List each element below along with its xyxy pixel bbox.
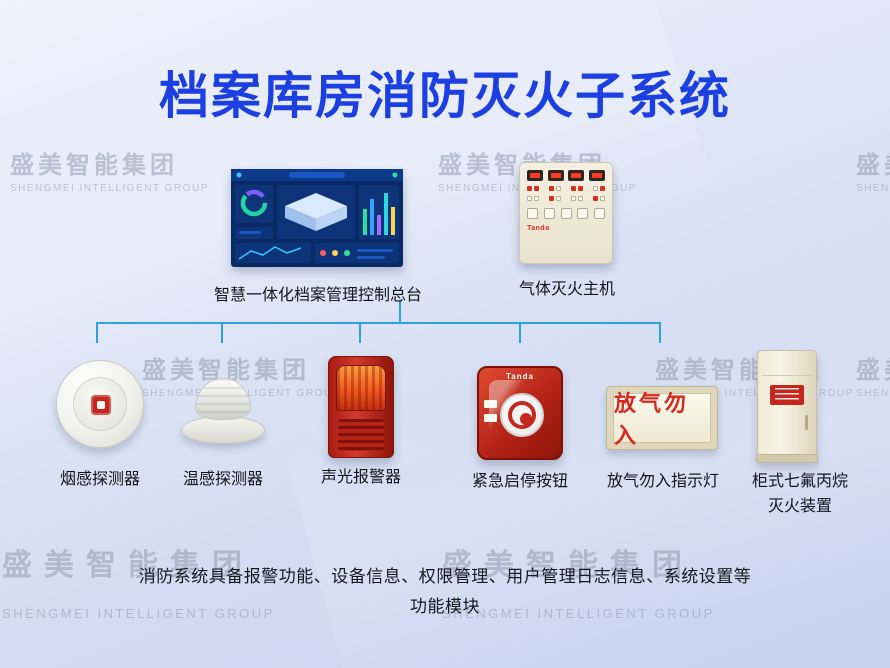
host-led-displays (527, 170, 605, 181)
connector-drop-alarm (359, 322, 361, 343)
watermark-en: SHENGMEI INTELLIGENT GROUP (10, 183, 209, 194)
smoke-detector-label: 烟感探测器 (59, 471, 140, 488)
connector-drop-sign (659, 322, 661, 343)
control-console-image (231, 169, 403, 267)
gas-host-image: Tanda (519, 162, 613, 264)
host-brand-logo: Tanda (527, 225, 550, 232)
watermark-en: SHENGMEI INTELLIGENT GROUP (856, 183, 890, 194)
watermark-cn: 盛美智能集团 (856, 152, 890, 179)
footer-text-line2: 功能模块 (410, 597, 480, 616)
temp-detector-label: 温感探测器 (182, 471, 263, 488)
emergency-button-label: 紧急启停按钮 (471, 473, 568, 490)
emergency-button-tag (484, 414, 497, 422)
alarm-strobe-window (336, 365, 386, 411)
temp-detector-image (181, 378, 265, 446)
alarm-label: 声光报警器 (320, 469, 401, 486)
connector-riser (399, 300, 401, 323)
watermark-cn: 盛美智能集团 (10, 152, 178, 179)
watermark-cn: 盛美智能集团 (655, 357, 823, 384)
watermark-cn: 盛美智能集团 (856, 357, 890, 384)
emergency-button-image: Tanda (477, 366, 563, 460)
smoke-detector-logo (91, 395, 111, 415)
cabinet-red-tag (770, 385, 804, 405)
emergency-button-ring (508, 401, 536, 429)
host-indicator-row (527, 196, 605, 201)
cabinet-handle (805, 415, 808, 430)
connector-drop-button (519, 322, 521, 343)
temp-detector-base (181, 416, 265, 444)
emergency-button-cover (500, 393, 544, 437)
emergency-button-core (520, 413, 532, 425)
connector-drop-smoke (96, 322, 98, 343)
page-title: 档案库房消防灭火子系统 (159, 68, 731, 124)
cabinet-label: 柜式七氟丙烷灭火装置 (752, 473, 849, 515)
host-indicator-row (527, 186, 605, 191)
no-entry-sign-image: 放气勿入 (606, 386, 718, 450)
host-key-row (527, 208, 605, 219)
smoke-detector-image (56, 360, 144, 448)
connector-bus (97, 322, 661, 324)
cabinet-seam (762, 375, 812, 376)
sound-light-alarm-image (328, 356, 394, 458)
watermark-en: SHENGMEI INTELLIGENT GROUP (856, 388, 890, 399)
footer-text-line1: 消防系统具备报警功能、设备信息、权限管理、用户管理日志信息、系统设置等 (138, 567, 752, 586)
emergency-button-brand: Tanda (506, 372, 534, 381)
watermark: 盛美智能集团 SHENGMEI INTELLIGENT GROUP (856, 145, 890, 194)
alarm-speaker-grille (338, 419, 384, 451)
dashboard-illustration (231, 169, 403, 267)
cabinet-extinguisher-image (756, 350, 818, 463)
no-entry-sign-panel: 放气勿入 (613, 391, 711, 448)
console-label: 智慧一体化档案管理控制总台 (213, 287, 422, 304)
cabinet-base (756, 454, 818, 463)
sign-label: 放气勿入指示灯 (606, 473, 719, 490)
watermark: 盛美智能集团 SHENGMEI INTELLIGENT GROUP (10, 145, 209, 194)
watermark: 盛美智能集团 SHENGMEI INTELLIGENT GROUP (856, 350, 890, 399)
host-label: 气体灭火主机 (518, 281, 615, 298)
emergency-button-tag (484, 400, 497, 408)
no-entry-sign-text: 放气勿入 (614, 391, 690, 448)
temp-detector-dome (195, 378, 251, 420)
connector-drop-temp (221, 322, 223, 343)
